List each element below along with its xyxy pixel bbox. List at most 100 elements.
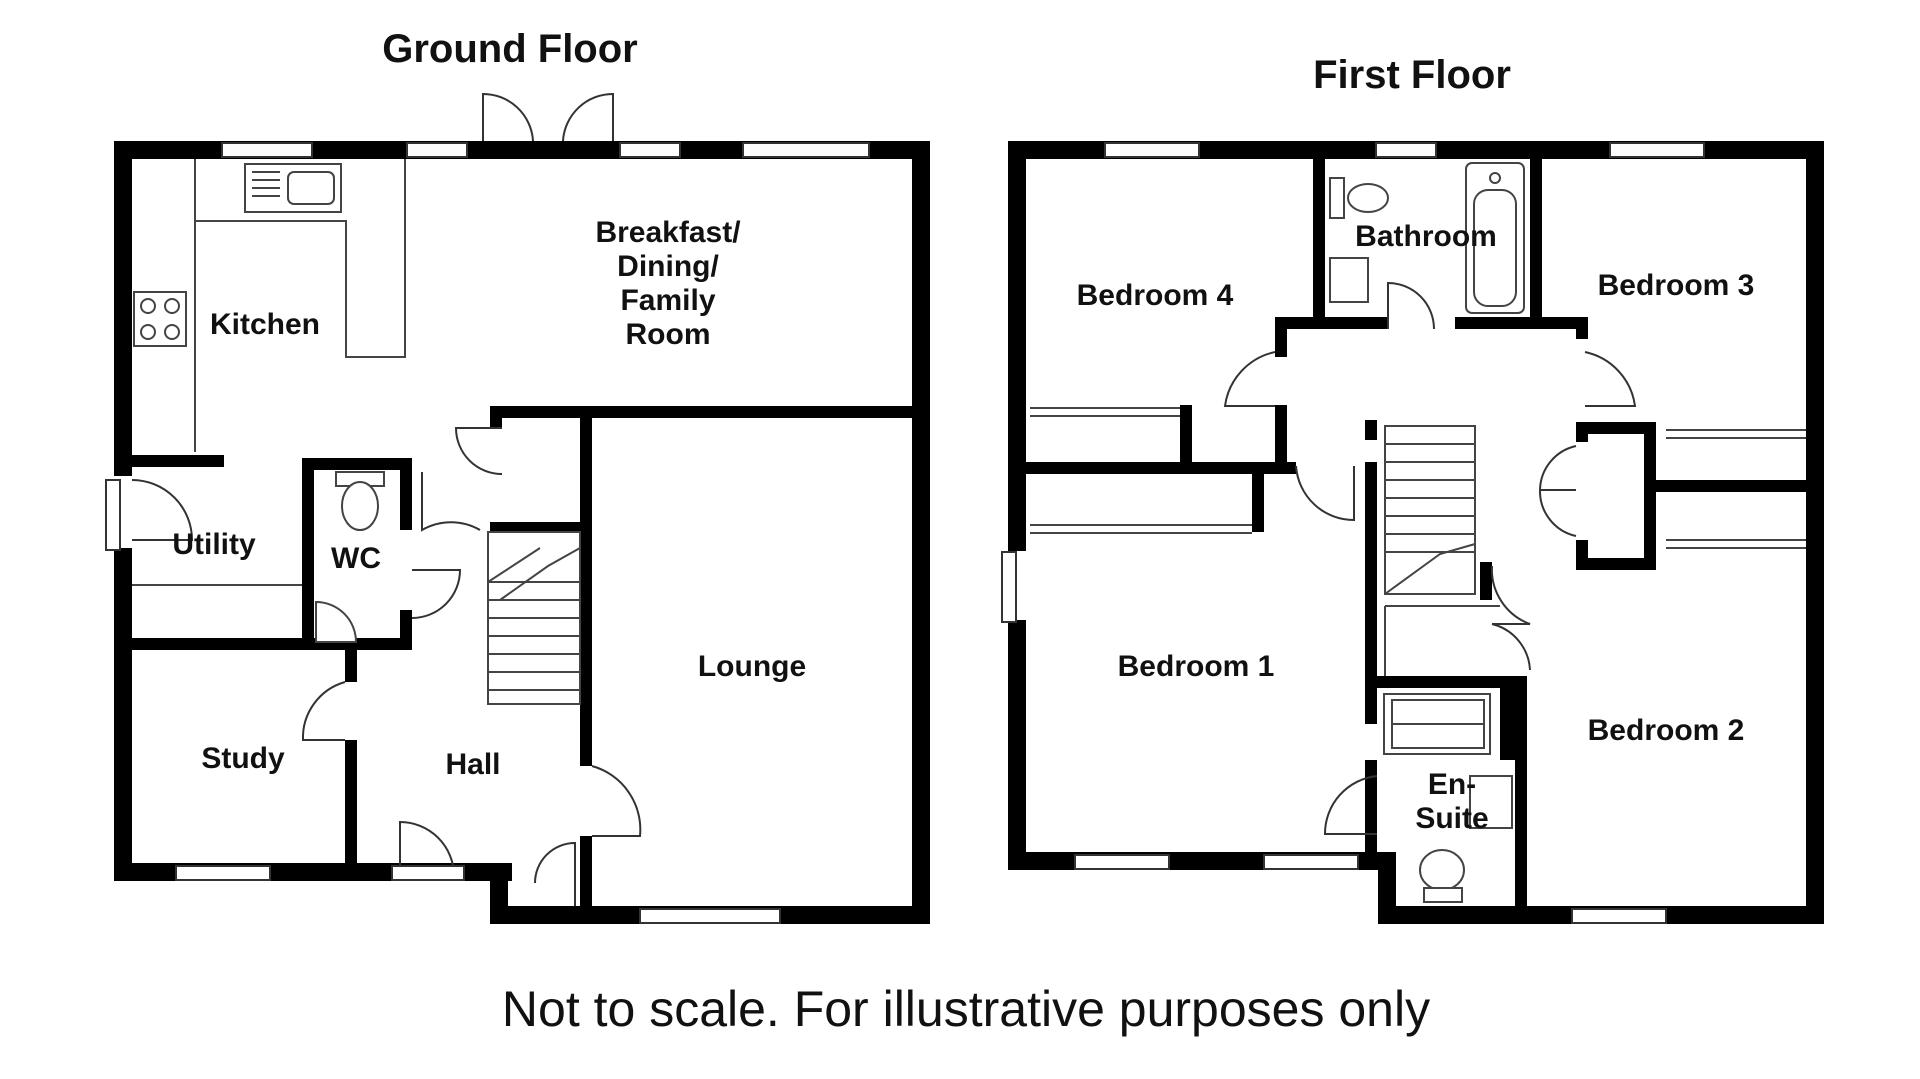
ff-staircase (1384, 425, 1500, 676)
ff-wall-bathroom-left (1313, 159, 1325, 329)
ff-wall-bed4-bottom (1275, 317, 1325, 329)
bathroom-basin (1329, 257, 1369, 303)
kitchen-label: Kitchen (210, 308, 320, 341)
breakfast-label-line1: Breakfast/ (595, 216, 741, 249)
gf-wall-cupboard-bottom (490, 522, 590, 532)
gf-wall-lounge-left (580, 406, 592, 766)
ff-wall-stair-left (1365, 462, 1377, 724)
bath-tap (1489, 172, 1501, 184)
ff-wall-bed3-closet-top (1576, 422, 1656, 434)
ff-wall-closet-bottom (1576, 558, 1656, 570)
breakfast-label-line4: Room (626, 318, 711, 351)
breakfast-label-line3: Family (620, 284, 715, 317)
bedroom3-label: Bedroom 3 (1598, 269, 1755, 302)
bathroom-toilet (1347, 183, 1389, 213)
kitchen-worktop (194, 159, 406, 452)
study-door (301, 681, 346, 741)
wc-door (411, 569, 462, 619)
gf-wall-wc-top (302, 458, 412, 470)
hall-label: Hall (445, 748, 500, 781)
gf-wall-left-upper (114, 141, 132, 476)
hob-ring (164, 324, 180, 340)
ff-wall-landing-left (1275, 317, 1287, 357)
ff-wall-bed1-robe-right (1252, 462, 1264, 532)
ff-wall-bathroom-bottom-right (1455, 317, 1585, 329)
gf-windows (105, 142, 870, 924)
bedroom3-door (1584, 351, 1637, 407)
gf-staircase (487, 531, 581, 705)
front-door (399, 820, 455, 881)
ff-wall-bed2-left-block (1500, 682, 1527, 760)
hall-to-kitchen-door (421, 472, 481, 532)
ensuite-cistern (1423, 887, 1463, 903)
gf-wall-cupboard-left (490, 406, 502, 428)
gf-wall-cupboard-top (490, 406, 590, 418)
gf-wall-kitchen-utility (114, 455, 224, 467)
ff-wall-bed3-bottom-a (1576, 317, 1588, 339)
gf-wall-hall-top (345, 672, 357, 682)
wc-label: WC (331, 542, 381, 575)
ff-wardrobes (1030, 407, 1806, 549)
study-label: Study (201, 742, 285, 775)
ensuite-label-line1: En- (1428, 768, 1476, 801)
breakfast-label-line2: Dining/ (617, 250, 719, 283)
bedroom1-door (1295, 465, 1355, 522)
first-floor-plan: Bedroom 4 Bathroom Bedroom 3 Bedroom 1 B… (1001, 141, 1824, 924)
ff-wall-left-lower (1008, 620, 1026, 870)
wc-toilet-bowl (341, 481, 379, 531)
gf-wall-wc-right (400, 458, 412, 530)
linen-cupboard-doors (1538, 445, 1577, 537)
hob-ring (164, 298, 180, 314)
disclaimer-caption: Not to scale. For illustrative purposes … (502, 981, 1430, 1037)
bathroom-label: Bathroom (1355, 220, 1497, 253)
ground-floor-title: Ground Floor (382, 27, 638, 71)
ensuite-shower-tray (1391, 699, 1485, 749)
gf-wall-breakfast-lounge (490, 406, 930, 418)
bedroom1-label: Bedroom 1 (1118, 650, 1275, 683)
gf-wall-left-lower (114, 548, 132, 881)
ff-wall-bed4-closet-b (1275, 405, 1287, 473)
gf-doors (131, 92, 642, 906)
bedroom4-label: Bedroom 4 (1077, 279, 1234, 312)
bathroom-cistern (1329, 177, 1345, 219)
ensuite-label-line2: Suite (1415, 802, 1488, 835)
hob-ring (140, 298, 156, 314)
ff-wall-bed3-bed2 (1656, 480, 1806, 492)
lounge-label: Lounge (698, 650, 806, 683)
ff-wall-right (1806, 141, 1824, 924)
bedroom4-door (1223, 351, 1276, 407)
gf-wall-lounge-left-lower (580, 836, 592, 916)
ff-wall-landing-bottom (1480, 562, 1492, 600)
bathroom-door (1387, 281, 1435, 330)
ensuite-toilet (1419, 849, 1465, 891)
ff-wall-stair-left-top (1365, 420, 1377, 440)
ff-wall-closet-left-b (1576, 540, 1588, 570)
ff-windows (1001, 142, 1705, 924)
patio-door (482, 92, 614, 142)
bath-tub (1465, 162, 1525, 314)
gf-wall-utility-bottom (114, 638, 410, 650)
gf-wall-top (114, 141, 930, 159)
wc-basin (315, 600, 358, 643)
utility-door (131, 479, 194, 541)
sink-bowl (287, 171, 335, 205)
ff-wall-closet-right (1644, 422, 1656, 570)
gf-wall-right (912, 141, 930, 924)
ff-wall-closet-left-a (1576, 422, 1588, 442)
ensuite-door (1323, 775, 1378, 835)
ff-wall-ensuite-left-lower (1365, 760, 1377, 870)
lounge-door (591, 765, 642, 837)
landing-cupboard-door (1491, 623, 1531, 671)
ensuite-basin (1469, 775, 1513, 829)
bath-inner (1473, 189, 1517, 307)
ff-wall-bathroom-bottom-left (1313, 317, 1388, 329)
porch-door (534, 841, 576, 906)
hob (133, 291, 187, 347)
utility-label: Utility (172, 528, 256, 561)
bedroom2-door (1490, 565, 1531, 625)
ff-doors (1223, 281, 1637, 835)
cupboard-door (454, 427, 503, 475)
first-floor-title: First Floor (1313, 53, 1511, 97)
hob-ring (140, 324, 156, 340)
